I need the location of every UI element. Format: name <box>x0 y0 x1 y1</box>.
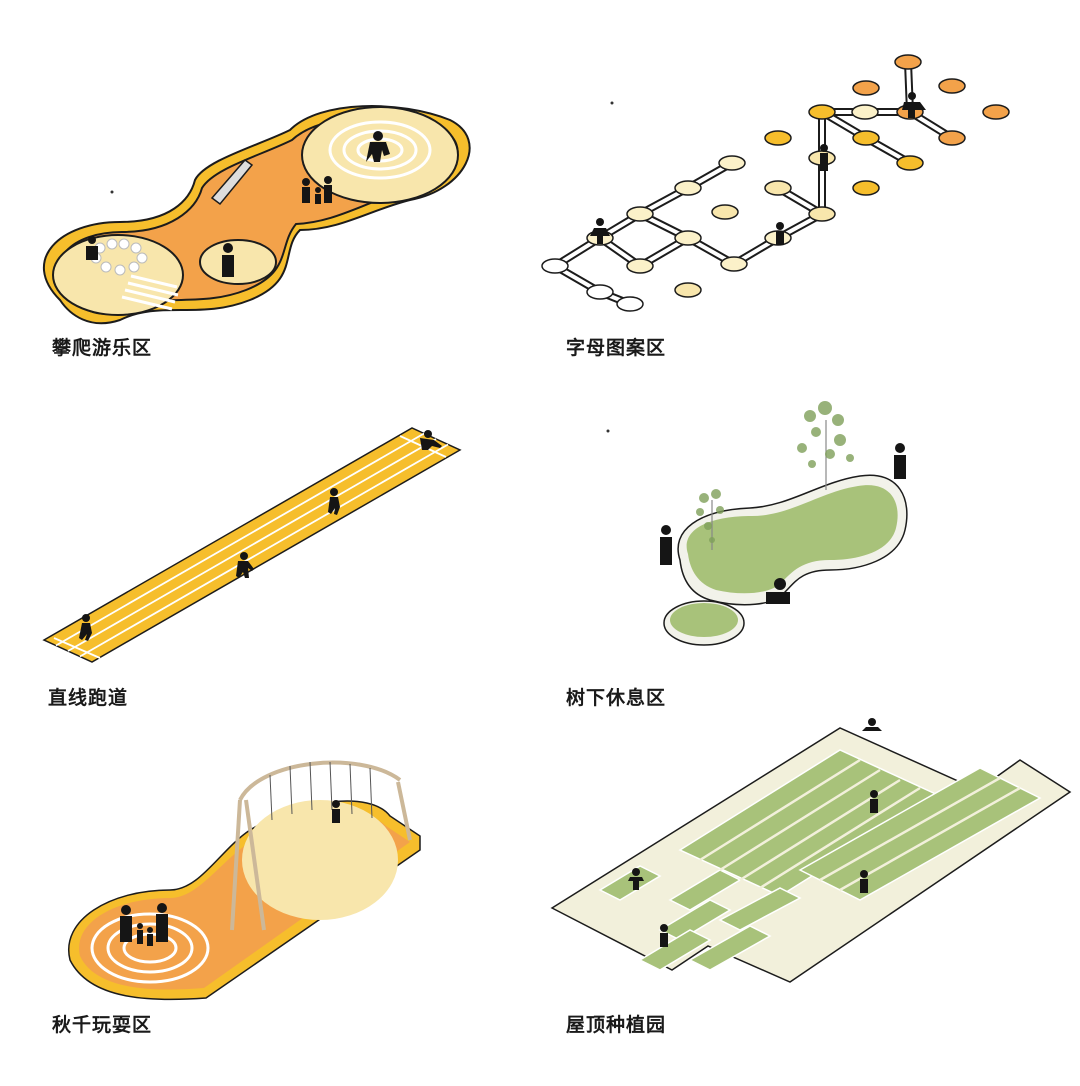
alphabet-illustration <box>541 54 1010 312</box>
caption-track: 直线跑道 <box>48 687 129 709</box>
bean-planter-lawn <box>686 485 898 594</box>
panel-rooftop-garden: 屋顶种植园 <box>540 718 1080 1086</box>
runner-1 <box>79 614 92 641</box>
caption-tree-rest: 树下休息区 <box>566 687 667 709</box>
alphabet-person-4 <box>902 92 926 118</box>
standing-person-right <box>894 443 906 479</box>
swing-frame <box>230 760 412 931</box>
climbing-family <box>302 176 332 204</box>
swing-person <box>332 800 340 823</box>
rooftop-person-1 <box>862 718 882 731</box>
panel-track: 直线跑道 <box>0 370 540 720</box>
climbing-middle-circle <box>199 239 277 285</box>
climbing-person-2 <box>366 131 390 162</box>
tree-rest-illustration <box>606 401 908 646</box>
rooftop-person-2 <box>870 790 878 813</box>
caption-alphabet: 字母图案区 <box>566 337 667 359</box>
runner-3 <box>328 488 340 515</box>
panel-climbing: 攀爬游乐区 <box>0 0 540 370</box>
swing-cream-circle <box>242 800 398 920</box>
sitting-person <box>766 578 790 604</box>
rooftop-person-4 <box>628 868 644 890</box>
panel-swing: 秋千玩耍区 <box>0 720 540 1086</box>
track-illustration <box>42 427 462 663</box>
caption-rooftop-garden: 屋顶种植园 <box>566 1014 667 1036</box>
climbing-person-1 <box>222 243 234 277</box>
panel-tree-rest: 树下休息区 <box>540 370 1080 720</box>
tree-small <box>696 489 724 550</box>
caption-swing: 秋千玩耍区 <box>52 1014 153 1036</box>
climbing-illustration <box>42 105 471 325</box>
alphabet-person-1 <box>590 218 610 244</box>
climbing-person-3 <box>86 236 98 260</box>
tree-large <box>797 401 854 490</box>
standing-person-left <box>660 525 672 565</box>
swing-illustration <box>67 760 421 1001</box>
alphabet-person-2 <box>776 222 784 245</box>
rooftop-person-3 <box>860 870 868 893</box>
rooftop-garden-illustration <box>550 718 1072 983</box>
caption-climbing: 攀爬游乐区 <box>52 337 153 359</box>
panel-alphabet: 字母图案区 <box>540 0 1080 370</box>
rooftop-person-5 <box>660 924 668 947</box>
slide <box>210 158 254 206</box>
alphabet-person-3 <box>820 144 828 171</box>
runner-4 <box>420 430 442 450</box>
runner-2 <box>236 552 254 578</box>
swing-family <box>120 903 168 946</box>
